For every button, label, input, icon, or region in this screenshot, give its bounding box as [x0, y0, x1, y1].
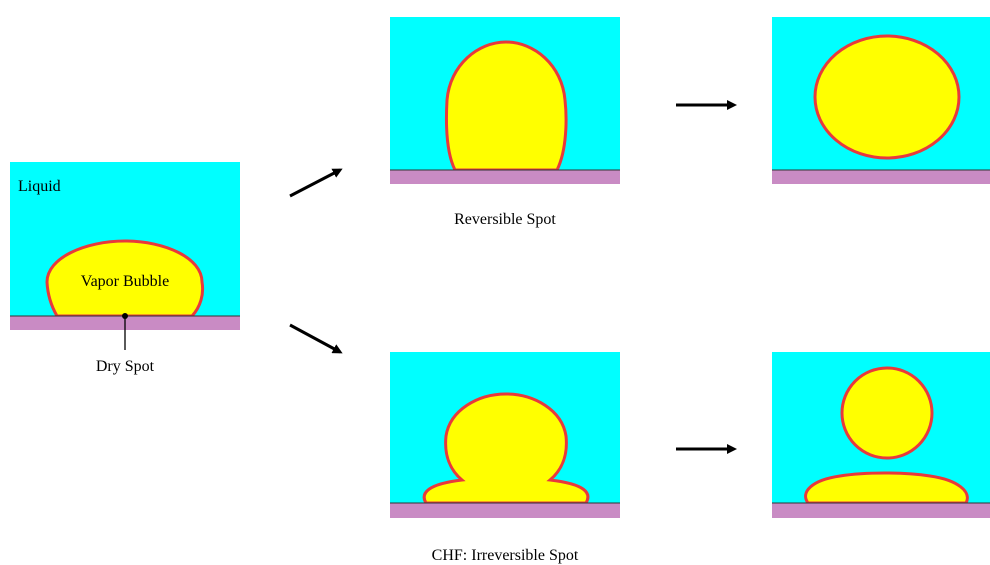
irreversible-panel-2: [772, 352, 990, 518]
vapor-bubble: [444, 40, 568, 172]
reversible-caption: Reversible Spot: [454, 211, 556, 228]
arrow-to-irreversible: [289, 323, 343, 354]
initial-panel: Liquid Vapor Bubble Dry Spot: [10, 162, 240, 375]
substrate: [390, 170, 620, 184]
irreversible-caption: CHF: Irreversible Spot: [432, 547, 579, 564]
substrate: [772, 503, 990, 518]
vapor-film: [804, 471, 969, 505]
detached-bubble: [840, 366, 934, 460]
reversible-panel-2: [772, 17, 990, 184]
reversible-panel-1: [390, 17, 620, 184]
detached-bubble: [813, 34, 961, 160]
vapor-bubble: [45, 239, 205, 318]
irreversible-panel-1: [390, 352, 620, 518]
dry-spot-label: Dry Spot: [96, 358, 155, 375]
substrate: [390, 503, 620, 518]
arrow-to-reversible: [289, 168, 343, 198]
bubble-label: Vapor Bubble: [81, 273, 169, 290]
substrate: [772, 170, 990, 184]
liquid-label: Liquid: [18, 178, 61, 195]
vapor-mushroom-bubble: [422, 392, 590, 505]
